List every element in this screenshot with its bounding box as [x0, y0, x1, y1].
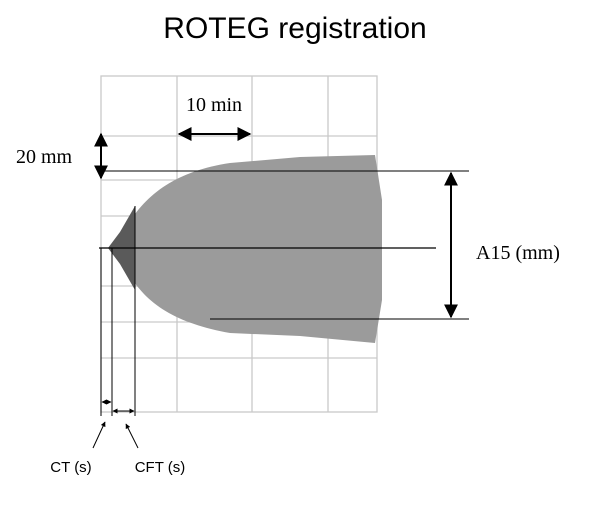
a15-label: A15 (mm): [476, 242, 560, 264]
diagram-title: ROTEG registration: [163, 12, 426, 45]
time-scale-label: 10 min: [186, 94, 242, 116]
cft-label: CFT (s): [135, 459, 186, 476]
amplitude-scale-label: 20 mm: [16, 146, 73, 168]
ct-cft-markers: [100, 206, 136, 416]
clot-trace-shape: [112, 155, 382, 343]
ct-pointer: [92, 421, 106, 449]
cft-pointer: [125, 423, 139, 449]
ct-label: CT (s): [50, 459, 91, 476]
